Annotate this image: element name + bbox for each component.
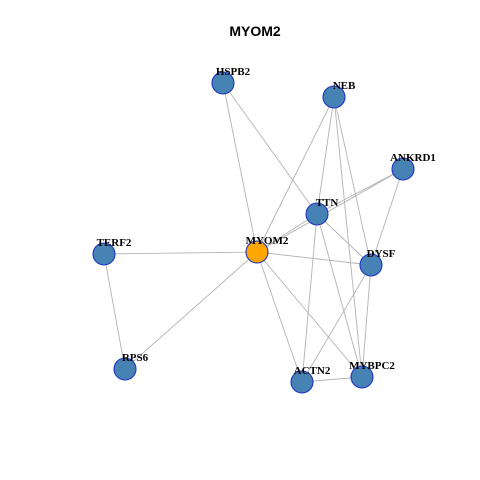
edge-ttn-actn2 — [301, 213, 318, 383]
edge-ttn-mybpc2 — [316, 213, 363, 378]
node-label-actn2: ACTN2 — [294, 365, 331, 377]
edge-myom2-rps6 — [124, 251, 258, 370]
edge-ttn-dysf — [316, 213, 372, 266]
edge-layer — [103, 82, 404, 383]
edge-terf2-rps6 — [103, 253, 126, 370]
node-label-hspb2: HSPB2 — [216, 66, 251, 78]
node-label-dysf: DYSF — [367, 248, 396, 260]
node-label-ankrd1: ANKRD1 — [390, 152, 436, 164]
node-label-rps6: RPS6 — [122, 352, 149, 364]
node-hspb2[interactable] — [211, 71, 235, 95]
edge-myom2-ankrd1 — [256, 168, 404, 253]
edge-neb-dysf — [333, 96, 372, 266]
edge-myom2-dysf — [256, 251, 372, 266]
node-neb[interactable] — [322, 85, 346, 109]
node-label-mybpc2: MYBPC2 — [349, 360, 395, 372]
node-layer — [92, 71, 415, 394]
node-rps6[interactable] — [113, 357, 137, 381]
edge-dysf-actn2 — [301, 264, 372, 383]
node-label-ttn: TTN — [316, 197, 339, 209]
node-label-myom2: MYOM2 — [246, 235, 289, 247]
edge-myom2-hspb2 — [222, 82, 258, 253]
node-actn2[interactable] — [290, 370, 314, 394]
node-myom2[interactable] — [245, 240, 269, 264]
edge-neb-mybpc2 — [333, 96, 363, 378]
node-terf2[interactable] — [92, 242, 116, 266]
diagram-title: MYOM2 — [229, 23, 281, 39]
edge-myom2-actn2 — [256, 251, 303, 383]
edge-hspb2-ttn — [222, 82, 318, 215]
node-ttn[interactable] — [305, 202, 329, 226]
edge-neb-ttn — [316, 96, 335, 215]
node-label-terf2: TERF2 — [97, 237, 132, 249]
edge-ankrd1-dysf — [370, 168, 404, 266]
node-dysf[interactable] — [359, 253, 383, 277]
node-label-neb: NEB — [333, 80, 356, 92]
edge-myom2-terf2 — [103, 251, 258, 255]
edge-myom2-mybpc2 — [256, 251, 363, 378]
edge-myom2-ttn — [256, 213, 318, 253]
edge-myom2-neb — [256, 96, 335, 253]
edge-dysf-mybpc2 — [361, 264, 372, 378]
node-ankrd1[interactable] — [391, 157, 415, 181]
edge-ankrd1-ttn — [316, 168, 404, 215]
node-mybpc2[interactable] — [350, 365, 374, 389]
